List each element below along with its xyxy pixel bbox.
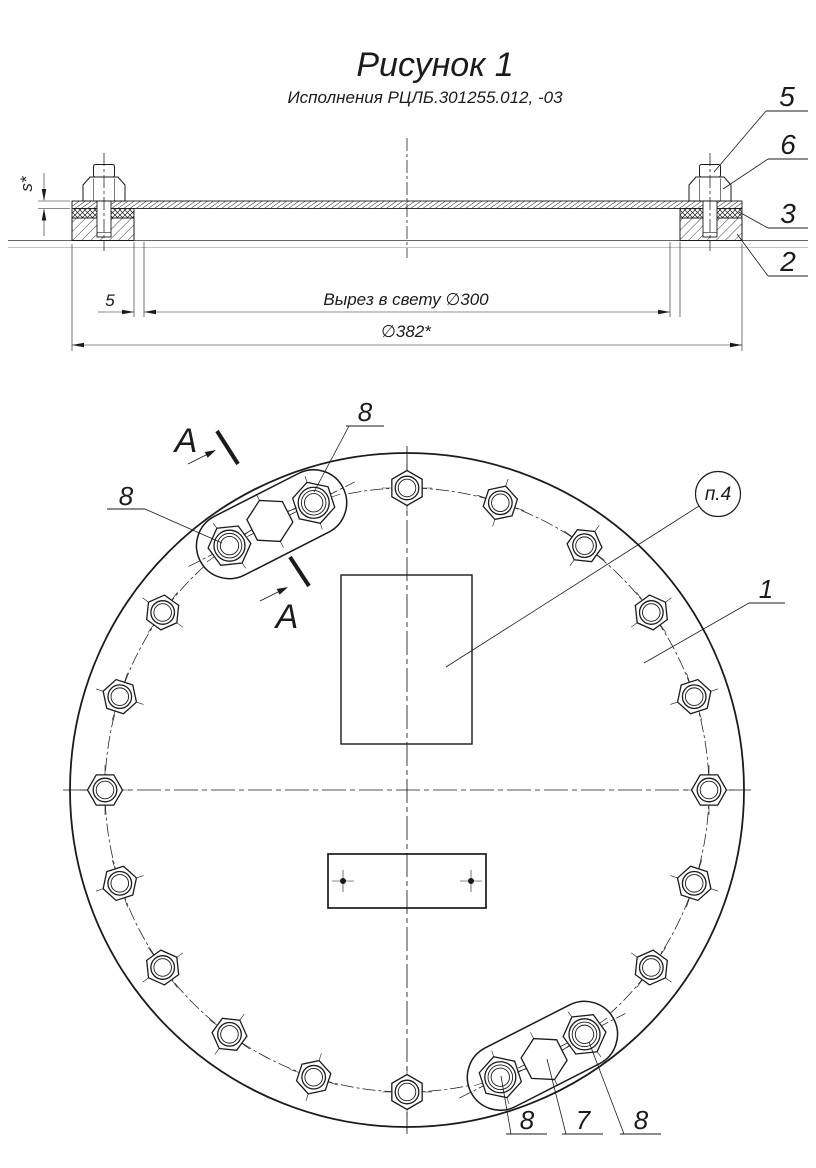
boss-bolt-nut (561, 1011, 608, 1058)
rim-bolt-nut (630, 947, 672, 988)
section-letter: A (173, 422, 198, 460)
callout-plug-bottom: 7 (576, 1105, 592, 1135)
rim-bolt-nut (289, 1053, 338, 1102)
callout-nut: 6 (780, 129, 796, 160)
rim-bolt-nut (670, 859, 719, 908)
extension-lines (71, 242, 743, 351)
rim-bolt-nut (382, 1067, 432, 1117)
rim-bolt-nut (684, 765, 734, 815)
figure-title: Рисунок 1 (356, 46, 513, 84)
rim-bolt-nut (476, 478, 525, 527)
rim-bolt-nut (95, 859, 144, 908)
dim-thickness: s* (17, 173, 70, 236)
dim-outer-382: ∅382* (72, 322, 742, 348)
rim-bolt-nut (142, 592, 184, 633)
callout-bolt-top-left: 8 (119, 481, 134, 511)
rim-bolt-nut (382, 463, 432, 513)
boss-bolt-nut (286, 476, 341, 530)
callout-stud: 5 (779, 81, 795, 112)
callout-bolt-bottom-right: 8 (634, 1105, 649, 1135)
item-ref-label: п.4 (705, 484, 731, 505)
nameplate (327, 853, 487, 909)
item-ref-balloon (694, 470, 742, 518)
figure-subtitle: Исполнения РЦЛБ.301255.012, -03 (287, 88, 563, 107)
section-mark-bottom: A (259, 555, 311, 636)
plan-callouts: 8 8 п.4 1 8 7 8 (107, 397, 785, 1135)
dim-gap-5: 5 (98, 291, 134, 315)
section-view: s* 5 Вырез в свету ∅300 (8, 81, 808, 351)
boss-hex-plug (517, 1032, 571, 1086)
dim-cutout-300: Вырез в свету ∅300 (144, 290, 670, 315)
rim-bolt-nut (630, 592, 672, 633)
bolt-pattern (80, 463, 734, 1117)
cutout-label: Вырез в свету ∅300 (323, 290, 489, 309)
section-letter: A (274, 598, 299, 636)
stud-assembly-left (82, 153, 126, 251)
rim-bolt-nut (95, 672, 144, 721)
thickness-label: s* (17, 175, 36, 192)
callout-bolt-bottom-left: 8 (520, 1105, 535, 1135)
callout-bolt-top-right: 8 (358, 397, 373, 427)
callout-gasket: 3 (780, 198, 796, 229)
diameter-label: ∅382* (381, 322, 432, 341)
section-mark-top: A (173, 422, 240, 466)
callout-flange: 2 (779, 246, 796, 277)
rim-bolt-nut (670, 672, 719, 721)
plan-view: A A 8 8 п.4 1 (63, 397, 785, 1135)
callout-cover: 1 (759, 574, 773, 604)
boss-bolt-nut (206, 522, 253, 569)
gap-label: 5 (105, 291, 115, 310)
stud-assembly-right (688, 153, 732, 251)
boss-hex-plug (243, 494, 297, 548)
reinforcement-plate (340, 574, 473, 745)
section-callouts: 5 6 3 2 (713, 81, 808, 277)
rim-bolt-nut (142, 947, 184, 988)
rim-bolt-nut (80, 765, 130, 815)
boss-bolt-nut (473, 1050, 528, 1104)
rim-bolt-nut (209, 1013, 250, 1055)
rim-bolt-nut (564, 525, 605, 567)
